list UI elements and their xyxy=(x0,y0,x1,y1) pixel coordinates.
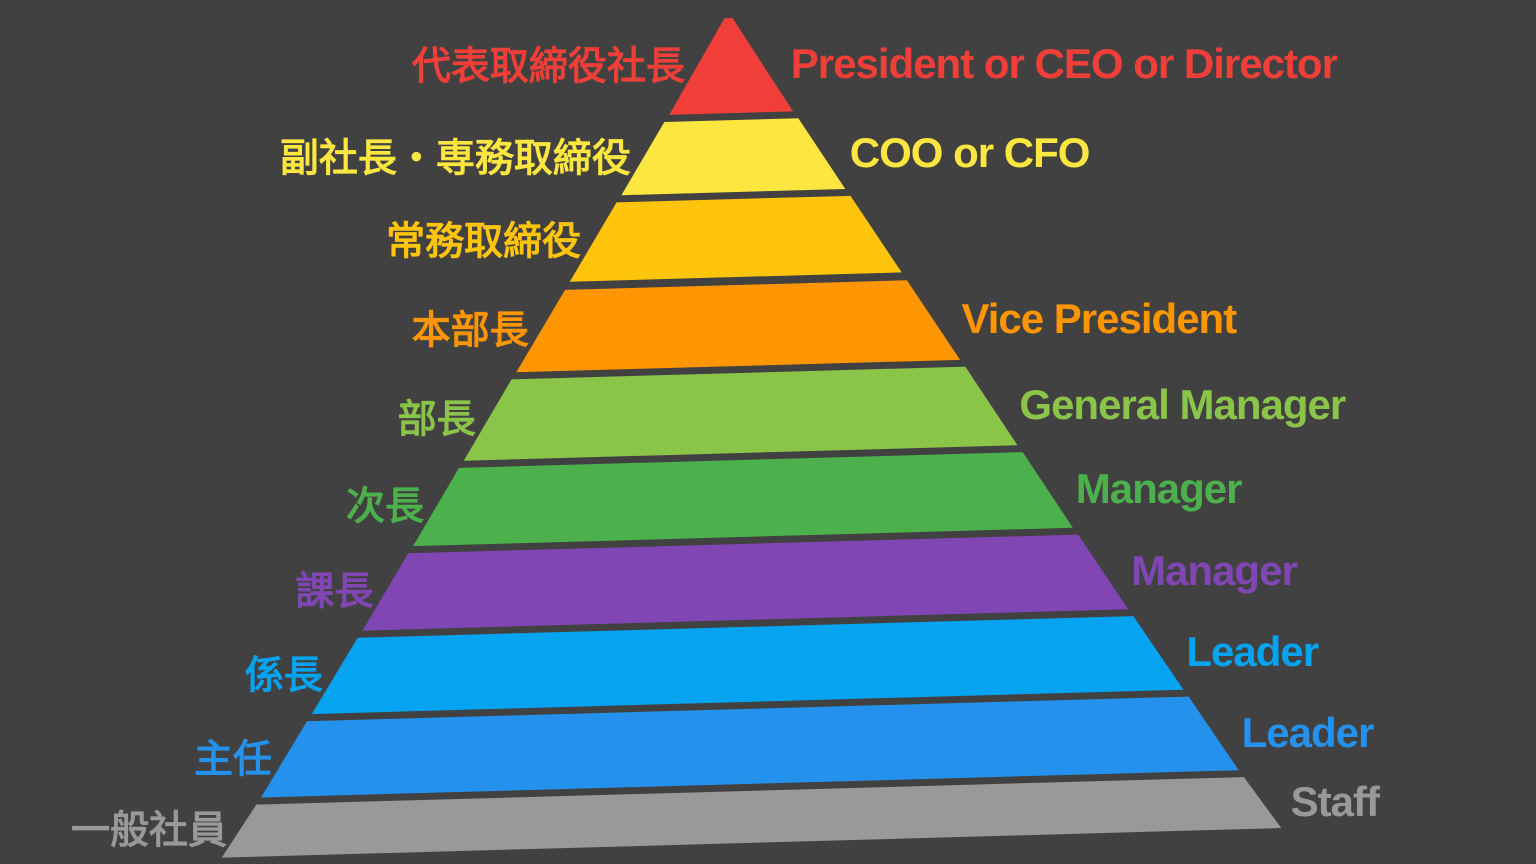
pyramid-band-9[interactable] xyxy=(259,695,1239,798)
label-jp-rank-1: 代表取締役社長 xyxy=(411,44,685,90)
pyramid-band-1[interactable] xyxy=(667,16,794,115)
label-en-rank-9: Leader xyxy=(1241,708,1375,756)
label-en-rank-8: Leader xyxy=(1186,628,1319,676)
label-jp-rank-2: 副社長・専務取締役 xyxy=(279,136,631,182)
label-jp-rank-5: 部長 xyxy=(397,397,476,443)
pyramid-band-5[interactable] xyxy=(462,365,1018,461)
label-jp-rank-7: 課長 xyxy=(295,569,374,615)
pyramid-band-8[interactable] xyxy=(310,615,1184,715)
label-en-rank-5: General Manager xyxy=(1019,381,1346,429)
label-en-rank-2: COO or CFO xyxy=(849,128,1091,176)
label-en-rank-10: Staff xyxy=(1290,777,1380,825)
pyramid-band-4[interactable] xyxy=(514,279,961,373)
pyramid-band-10[interactable] xyxy=(220,776,1282,858)
pyramid-bands xyxy=(220,16,1282,858)
label-jp-rank-3: 常務取締役 xyxy=(386,219,582,265)
label-jp-rank-6: 次長 xyxy=(346,484,425,530)
label-en-rank-4: Vice President xyxy=(961,295,1237,343)
label-jp-rank-4: 本部長 xyxy=(411,308,529,354)
label-jp-rank-9: 主任 xyxy=(194,737,273,783)
pyramid-band-2[interactable] xyxy=(619,117,846,196)
label-en-rank-6: Manager xyxy=(1075,465,1243,513)
label-jp-rank-10: 一般社員 xyxy=(70,808,227,854)
pyramid-band-7[interactable] xyxy=(360,533,1129,631)
label-jp-rank-8: 係長 xyxy=(244,653,323,699)
pyramid-band-3[interactable] xyxy=(568,194,902,282)
label-en-rank-7: Manager xyxy=(1131,547,1298,595)
pyramid-band-6[interactable] xyxy=(411,451,1073,547)
label-en-rank-1: President or CEO or Director xyxy=(790,39,1338,87)
